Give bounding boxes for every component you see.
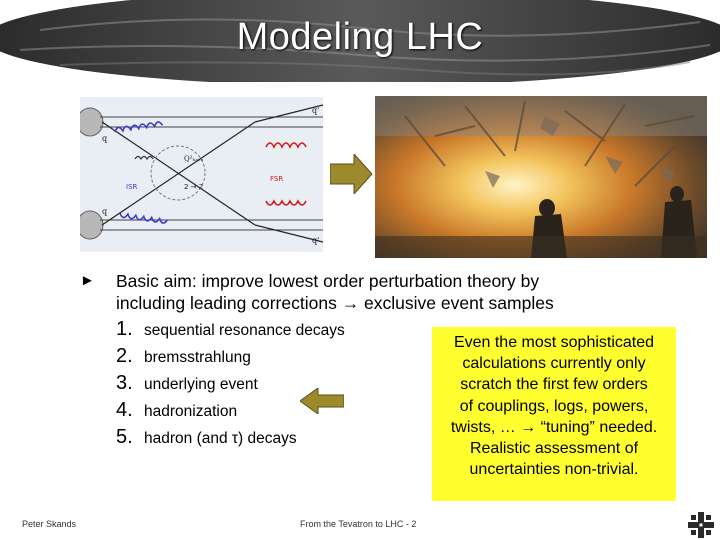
label-q-in-bottom: q xyxy=(102,207,107,216)
list-item: 1.sequential resonance decays xyxy=(116,318,345,340)
aim-line-2: including leading corrections → exclusiv… xyxy=(116,293,554,313)
lab-logo-icon xyxy=(688,512,714,538)
footer-page: From the Tevatron to LHC - 2 xyxy=(300,519,417,529)
note-line: scratch the first few orders xyxy=(460,376,648,394)
right-arrow-icon xyxy=(330,154,372,194)
label-q-out-bottom: q' xyxy=(312,236,319,245)
label-q2-hard: Q²ₕₐᵣₑ xyxy=(184,155,204,163)
gluon-small-icon xyxy=(134,155,154,161)
aim-line-1: Basic aim: improve lowest order perturba… xyxy=(116,271,540,291)
corrections-list: 1.sequential resonance decays 2.bremsstr… xyxy=(80,316,640,451)
label-2to2: 2 → 2 xyxy=(184,183,203,191)
title-banner: Modeling LHC xyxy=(0,0,720,82)
label-q-in-top: q xyxy=(102,134,107,143)
fsr-gluon-bottom-icon xyxy=(265,199,307,206)
label-isr: ISR xyxy=(126,183,138,191)
title-background xyxy=(0,0,720,82)
isr-gluon-top-icon xyxy=(114,121,164,133)
isr-gluon-bottom-icon xyxy=(119,212,169,224)
label-q-out-top: q' xyxy=(312,106,319,115)
bullet-marker-icon: ► xyxy=(80,272,95,289)
parton-diagram: q q q' q' Q²ₕₐᵣₑ 2 → 2 ISR FSR xyxy=(76,97,324,252)
proton-bottom-icon xyxy=(76,210,104,240)
aim-bullet: ► Basic aim: improve lowest order pertur… xyxy=(80,270,640,314)
slide-title: Modeling LHC xyxy=(236,16,484,58)
note-line: Even the most sophisticated xyxy=(453,334,655,351)
list-item: 5.hadron (and τ) decays xyxy=(116,426,297,448)
left-arrow-icon xyxy=(300,388,344,414)
note-line: of couplings, logs, powers, xyxy=(459,397,649,415)
note-line: Realistic assessment of xyxy=(469,440,639,458)
note-box: Even the most sophisticated calculations… xyxy=(432,327,676,501)
list-item: 3.underlying event xyxy=(116,372,258,394)
note-line: uncertainties non-trivial. xyxy=(469,461,639,479)
label-fsr: FSR xyxy=(270,175,283,183)
list-item: 2.bremsstrahlung xyxy=(116,345,251,367)
explosion-photo xyxy=(375,96,707,258)
footer-author: Peter Skands xyxy=(22,519,77,529)
list-item: 4.hadronization xyxy=(116,399,238,421)
note-line: twists, … → “tuning” needed. xyxy=(450,418,658,436)
main-content: ► Basic aim: improve lowest order pertur… xyxy=(80,270,640,451)
proton-top-icon xyxy=(76,107,104,137)
fsr-gluon-top-icon xyxy=(265,142,307,149)
note-line: calculations currently only xyxy=(462,355,646,373)
